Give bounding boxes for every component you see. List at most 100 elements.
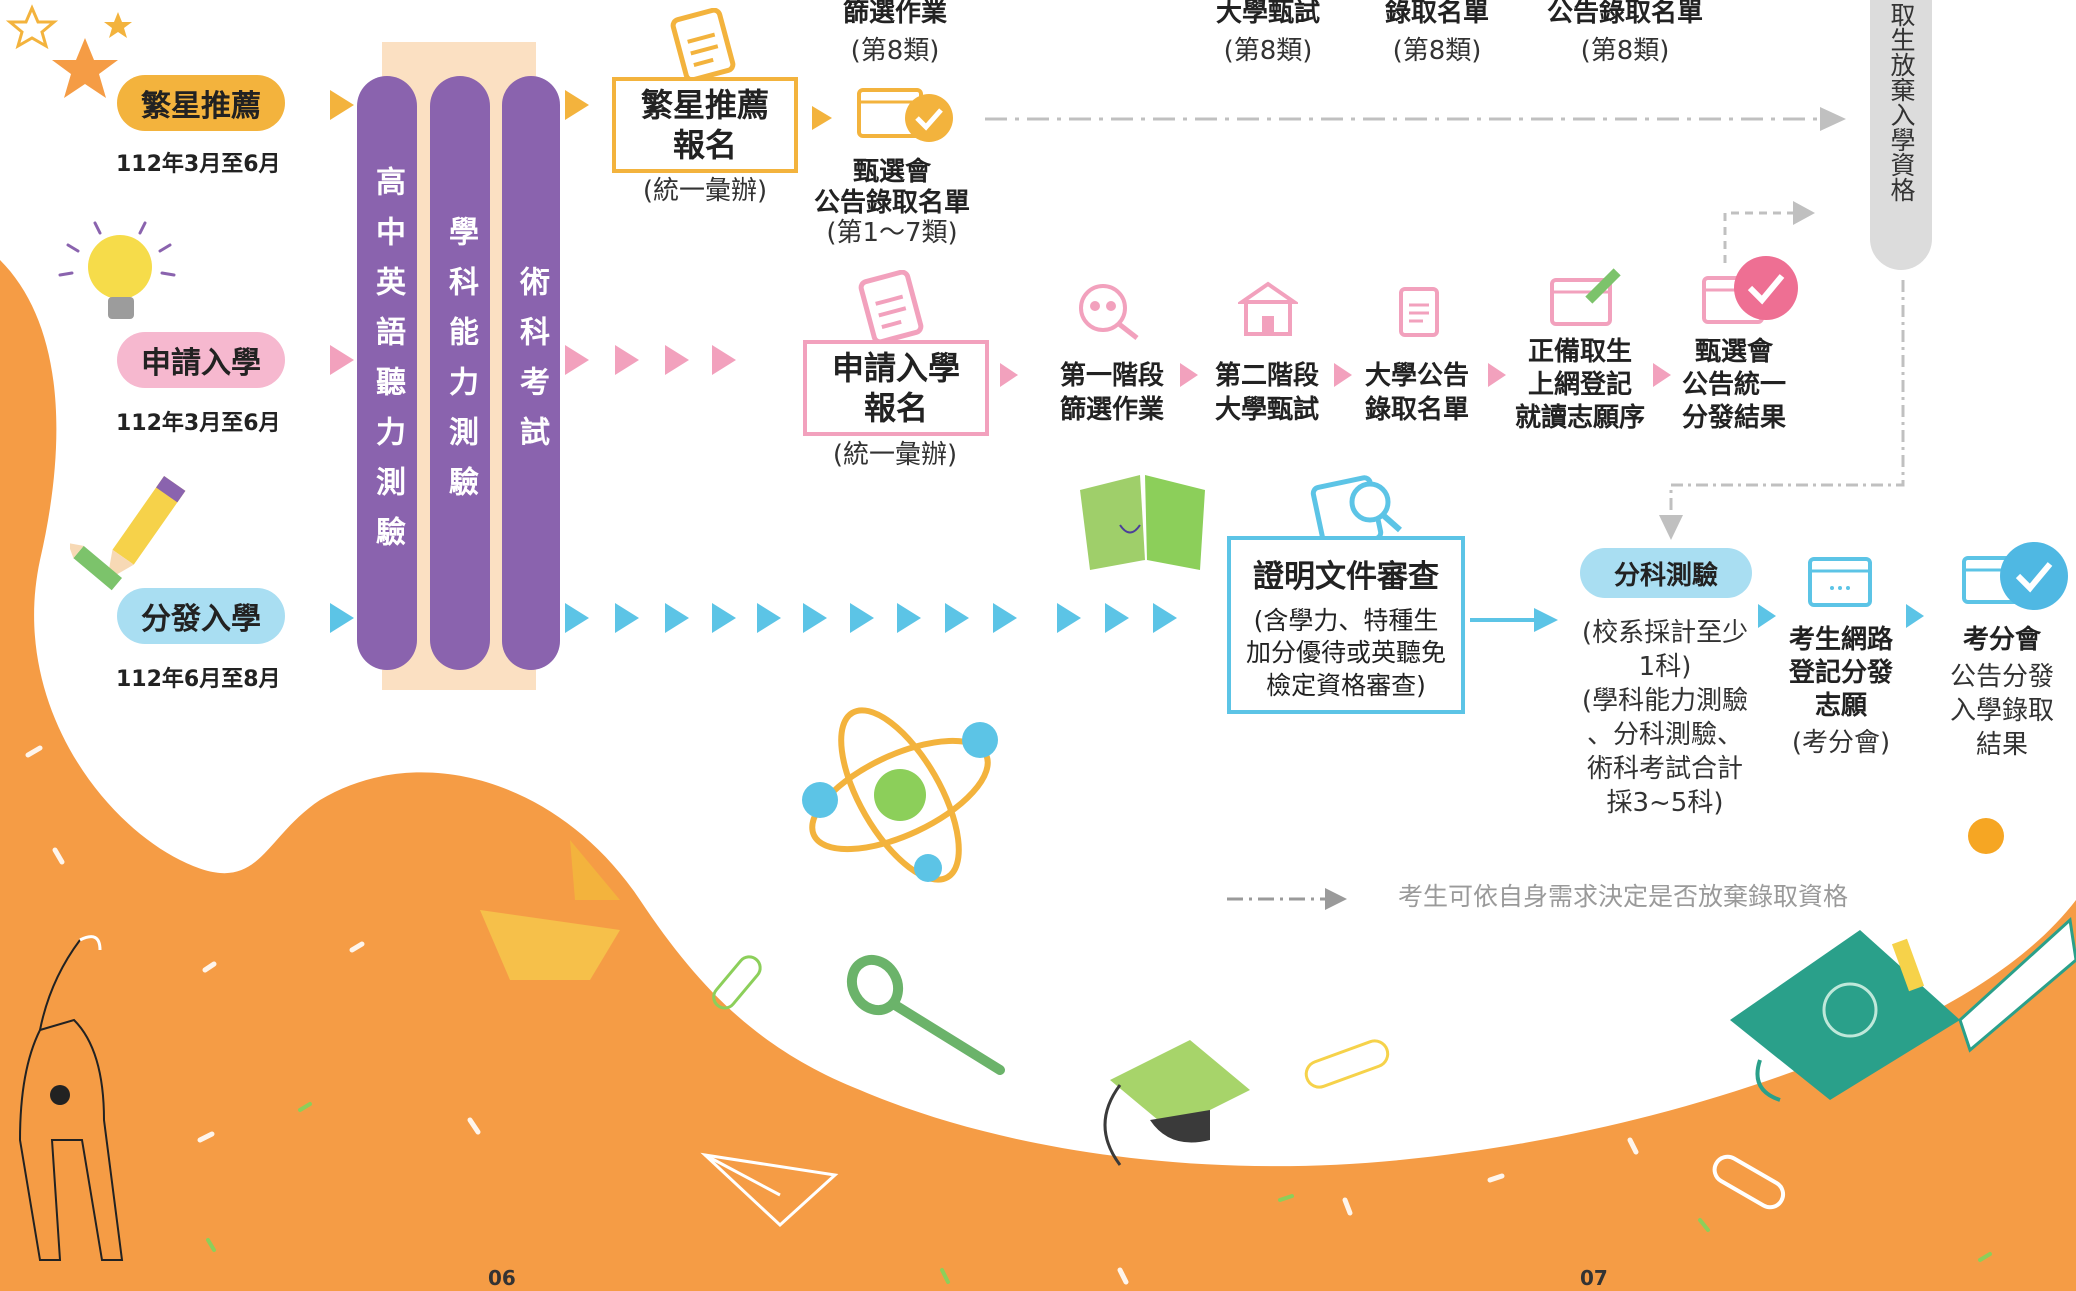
dist-result-line3: 入學錄取: [1949, 696, 2054, 726]
dashed-arrow-apply: [1723, 201, 1815, 263]
page-number-left: 06: [488, 1266, 516, 1290]
star-icon: [5, 4, 132, 98]
person-illustration: [18, 935, 124, 1261]
pencil-icon: [70, 476, 186, 591]
arrow: [615, 603, 639, 633]
arrow: [330, 603, 354, 633]
doc-review-line1: (含學力、特種生: [1253, 605, 1439, 635]
arrow: [993, 603, 1017, 633]
track-label-star: 繁星推薦: [117, 75, 285, 131]
browser-icon: [1808, 557, 1872, 607]
graduation-cap-icon: [1103, 1040, 1250, 1166]
paperclip-icon: [712, 955, 762, 1010]
paper-plane-icon: [700, 1152, 839, 1228]
exam-label-arts: 術科考試: [514, 266, 549, 466]
browser-pencil-icon: [1550, 268, 1621, 326]
subject-exam-note1: (校系採計至少: [1581, 618, 1749, 648]
apply-step3-line1: 大學公告: [1364, 361, 1469, 391]
atom-icon: [802, 707, 998, 883]
browser-check-icon: [1962, 542, 2068, 610]
subject-exam-note5: 術科考試合計: [1586, 754, 1743, 784]
dashed-arrow-star: [985, 107, 1846, 131]
top-label-3: 錄取名單: [1384, 0, 1489, 28]
top-label-4: 公告錄取名單: [1546, 0, 1703, 28]
apply-step5-line2: 公告統一: [1681, 370, 1786, 400]
giveup-pill: 取生放棄入學資格: [1870, 0, 1932, 270]
track-date-apply: 112年3月至6月: [116, 411, 281, 436]
legend-dashed-arrow: [1227, 888, 1347, 910]
magnifier-icon: [846, 954, 1005, 1075]
apply-step3-line2: 錄取名單: [1364, 395, 1469, 425]
planet-book-icon: [1730, 917, 2076, 1102]
apply-step4-line2: 上網登記: [1527, 370, 1632, 400]
apply-step5-line3: 分發結果: [1681, 403, 1786, 433]
subject-exam-pill: 分科測驗: [1580, 548, 1752, 598]
file-icon: [1399, 287, 1439, 337]
apply-register-box: 申請入學 報名: [803, 340, 989, 436]
browser-check-icon: [857, 88, 953, 142]
doc-review-line2: 加分優待或英聽免: [1245, 638, 1446, 668]
apply-step5-line1: 甄選會: [1694, 337, 1773, 367]
document-icon: [858, 270, 924, 345]
arrow-right: [1470, 608, 1558, 632]
page-number-right: 07: [1580, 1266, 1608, 1290]
paperclip-icon: [1304, 1039, 1390, 1089]
apply-register-note: (統一彙辦): [832, 440, 958, 470]
subject-exam-note4: 、分科測驗、: [1586, 720, 1743, 750]
apply-step1-line1: 第一階段: [1059, 361, 1164, 391]
top-label-3-sub: (第8類): [1392, 36, 1482, 66]
paperclip-icon: [1712, 1154, 1786, 1210]
top-label-1: 篩選作業: [842, 0, 947, 28]
subject-exam-note3: (學科能力測驗: [1581, 686, 1749, 716]
dist-result-line1: 考分會: [1962, 625, 2041, 655]
star-result-line1: 甄選會: [852, 157, 931, 187]
arrow: [1758, 604, 1776, 628]
arrow: [565, 345, 589, 375]
doc-review-title: 證明文件審查: [1253, 559, 1439, 595]
top-label-2-sub: (第8類): [1223, 36, 1313, 66]
online-register-note: (考分會): [1791, 728, 1891, 758]
arrow: [1105, 603, 1129, 633]
document-icon: [670, 8, 736, 83]
dist-result-line2: 公告分發: [1949, 662, 2054, 692]
top-label-4-sub: (第8類): [1580, 36, 1670, 66]
exam-label-gsat: 學科能力測驗: [443, 216, 478, 516]
giveup-text: 取生放棄入學資格: [1887, 2, 1916, 202]
arrow: [1488, 363, 1506, 387]
track-date-star: 112年3月至6月: [116, 152, 281, 177]
track-label-apply: 申請入學: [117, 332, 285, 388]
track-date-dist: 112年6月至8月: [116, 667, 281, 692]
arrow: [1153, 603, 1177, 633]
exam-bar-arts: 術科考試: [502, 76, 560, 670]
arrow: [897, 603, 921, 633]
paper-boat-icon: [480, 840, 620, 980]
exam-bar-listening: 高中英語聽力測驗: [357, 76, 417, 670]
doc-review-box: 證明文件審查 (含學力、特種生 加分優待或英聽免 檢定資格審查): [1227, 536, 1465, 714]
arrow: [1906, 604, 1924, 628]
apply-step2-line2: 大學甄試: [1214, 395, 1319, 425]
arrow: [803, 603, 827, 633]
arrow: [665, 603, 689, 633]
star-result-line3: (第1～7類): [826, 218, 958, 248]
arrow: [665, 345, 689, 375]
top-label-2: 大學甄試: [1215, 0, 1320, 28]
lightbulb-icon: [58, 221, 176, 319]
browser-check-icon: [1702, 256, 1798, 324]
arrow: [330, 345, 354, 375]
apply-step1-line2: 篩選作業: [1059, 395, 1164, 425]
online-register-line2: 登記分發: [1788, 658, 1893, 688]
star-register-note: (統一彙辦): [642, 176, 768, 206]
school-icon: [1238, 281, 1298, 336]
star-register-line2: 報名: [672, 126, 737, 164]
arrow: [615, 345, 639, 375]
search-people-icon: [1079, 284, 1139, 340]
online-register-line3: 志願: [1814, 691, 1867, 721]
apply-step4-line3: 就讀志願序: [1514, 403, 1645, 433]
arrow: [812, 106, 832, 130]
apply-register-line1: 申請入學: [831, 349, 960, 387]
arrow: [1653, 363, 1671, 387]
legend-text: 考生可依自身需求決定是否放棄錄取資格: [1398, 882, 1849, 911]
arrow: [1334, 363, 1352, 387]
apply-step4-line1: 正備取生: [1527, 337, 1632, 367]
